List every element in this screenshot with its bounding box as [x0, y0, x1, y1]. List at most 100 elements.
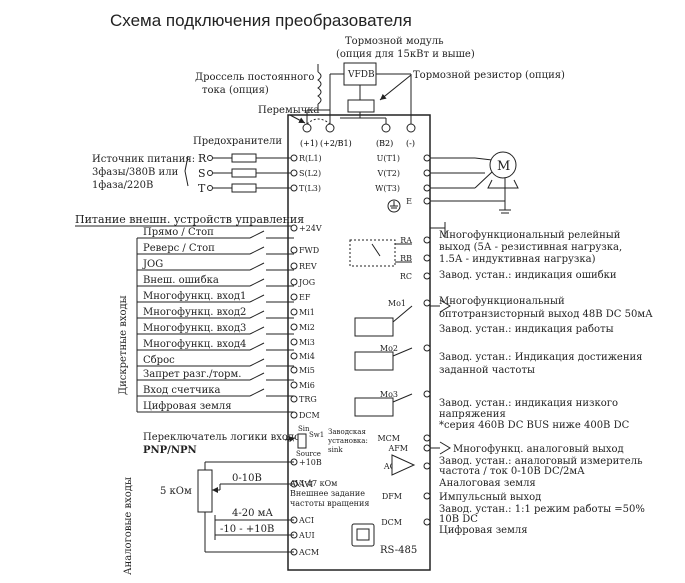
terminal-dot	[290, 308, 298, 316]
digital-input-label: Прямо / Стоп	[143, 227, 214, 238]
right-terminal-label: U(T1)	[377, 154, 400, 163]
fuse-r	[207, 153, 294, 163]
relay-coil-icon	[349, 239, 396, 267]
analog-inputs-title: Аналоговые входы	[123, 477, 134, 575]
analog-out-text-4: Аналоговая земля	[439, 478, 536, 489]
switch-contact-icon	[249, 326, 265, 335]
brake-resistor-label: Тормозной резистор (опция)	[413, 70, 565, 81]
analog-out-text-3: частота / ток 0-10В DC/2мА	[439, 466, 585, 477]
sin-label: Sin	[298, 425, 310, 433]
phase-t: T	[198, 182, 206, 195]
top-terminals: (+1) (+2/B1) (B2) (-)	[300, 123, 416, 148]
terminal-dot	[290, 246, 298, 254]
brake-resistor-icon	[347, 99, 375, 113]
terminal-dot	[290, 278, 298, 286]
label-b2: (B2)	[376, 139, 393, 148]
vfdb-label: VFDB	[347, 70, 375, 80]
opto-outputs	[354, 299, 451, 417]
terminal-dot	[423, 462, 431, 470]
digital-input-label: Цифровая земля	[143, 401, 232, 412]
power-source-label-3: 1фаза/220В	[92, 180, 153, 191]
left-terminal-label: Mi5	[299, 366, 315, 375]
opto-text-2: оптотранзисторный выход 48В DC 50мА	[439, 309, 653, 320]
left-terminal-label: Mi6	[299, 381, 315, 390]
left-terminal-label: TRG	[299, 395, 317, 404]
amplifier-icon	[391, 454, 416, 476]
left-terminal-label: T(L3)	[299, 184, 321, 193]
pulse-text-4: Цифровая земля	[439, 525, 528, 536]
terminal-dot	[423, 299, 431, 307]
left-terminal-label: AUI	[298, 531, 315, 540]
terminal-b2	[381, 123, 391, 133]
right-terminal-labels: U(T1)V(T2)W(T3)ERARBRCMo1Mo2Mo3MCMAFMACM…	[375, 154, 431, 527]
relay-text-4: Завод. устан.: индикация ошибки	[439, 270, 617, 281]
dip-switch-icon[interactable]	[297, 433, 307, 449]
lowv-text-2: напряжения	[439, 409, 506, 420]
afm-output	[391, 441, 451, 476]
digital-input-label: Многофункц. вход4	[143, 339, 246, 350]
logic-switch-label-1: Переключатель логики входов	[143, 432, 306, 443]
power-source-label-2: 3фазы/380В или	[92, 167, 179, 178]
brake-module: Тормозной модуль (опция для 15кВт и выше…	[329, 36, 565, 124]
terminal-dot	[423, 518, 431, 526]
fuse-s	[207, 168, 294, 178]
right-descriptions: Многофункциональный релейный выход (5А -…	[439, 230, 653, 536]
terminal-dot	[423, 272, 431, 280]
optocoupler-1-icon	[354, 317, 394, 337]
terminal-dot	[423, 154, 431, 162]
right-terminal-label: E	[406, 197, 412, 206]
rs485-port: RS-485	[351, 523, 417, 556]
right-terminal-label: W(T3)	[375, 184, 400, 193]
pulse-text-3: 10В DC	[439, 514, 478, 525]
relay-text-2: выход (5А - резистивная нагрузка,	[439, 242, 622, 253]
right-terminal-label: V(T2)	[377, 169, 400, 178]
digital-inputs-title: Дискретные входы	[118, 295, 129, 395]
left-terminal-label: Mi3	[299, 338, 315, 347]
switch-contact-icon	[249, 230, 265, 239]
phase-s: S	[198, 167, 206, 180]
pot-label: 5 кОм	[160, 486, 192, 497]
terminal-minus	[406, 123, 416, 133]
left-terminal-label: ACM	[298, 548, 319, 557]
label-minus: (-)	[406, 139, 415, 148]
optocoupler-2-icon	[354, 351, 394, 371]
right-terminal-label: MCM	[377, 434, 400, 443]
terminal-dot	[290, 169, 298, 177]
optocoupler-3-icon	[354, 397, 394, 417]
left-terminal-label: S(L2)	[299, 169, 321, 178]
lowv-text-3: *серия 460В DC BUS ниже 400В DC	[439, 420, 630, 431]
digital-input-label: Запрет разг./торм.	[143, 369, 241, 380]
right-terminal-label: Mo2	[380, 344, 398, 353]
switch-contact-icon	[249, 278, 265, 287]
switch-contact-icon	[249, 372, 265, 381]
digital-input-label: Многофункц. вход1	[143, 291, 246, 302]
factory-label-3: sink	[328, 446, 343, 454]
terminal-dot	[423, 492, 431, 500]
opto-text-1: Многофункциональный	[439, 296, 565, 307]
diagram-title: Схема подключения преобразователя	[110, 11, 412, 30]
aui-range-label: -10 - +10В	[220, 524, 274, 535]
potentiometer-icon	[197, 469, 213, 513]
right-terminal-label: DFM	[382, 492, 402, 501]
rs485-label: RS-485	[380, 545, 417, 556]
terminal-dot	[423, 390, 431, 398]
dc-choke: Дроссель постоянного тока (опция) Перемы…	[195, 64, 331, 125]
terminal-p2b1	[325, 123, 335, 133]
left-terminal-label: Mi2	[299, 323, 315, 332]
terminal-dot	[290, 262, 298, 270]
phase-r: R	[198, 152, 207, 165]
freq-text-1: Завод. устан.: Индикация достижения	[439, 352, 642, 363]
terminal-dot	[290, 411, 298, 419]
left-terminal-label: AVI	[298, 480, 313, 489]
terminal-dot	[290, 154, 298, 162]
left-terminal-label: Mi1	[299, 308, 315, 317]
terminal-dot	[423, 169, 431, 177]
power-source-label-1: Источник питания:	[92, 154, 195, 165]
jumper-label: Перемычка	[258, 105, 320, 116]
relay-text-3: 1.5А - индуктивная нагрузка)	[439, 254, 596, 265]
motor-icon	[489, 151, 517, 179]
switch-contact-icon	[249, 294, 265, 303]
digital-input-label: Многофункц. вход2	[143, 307, 246, 318]
